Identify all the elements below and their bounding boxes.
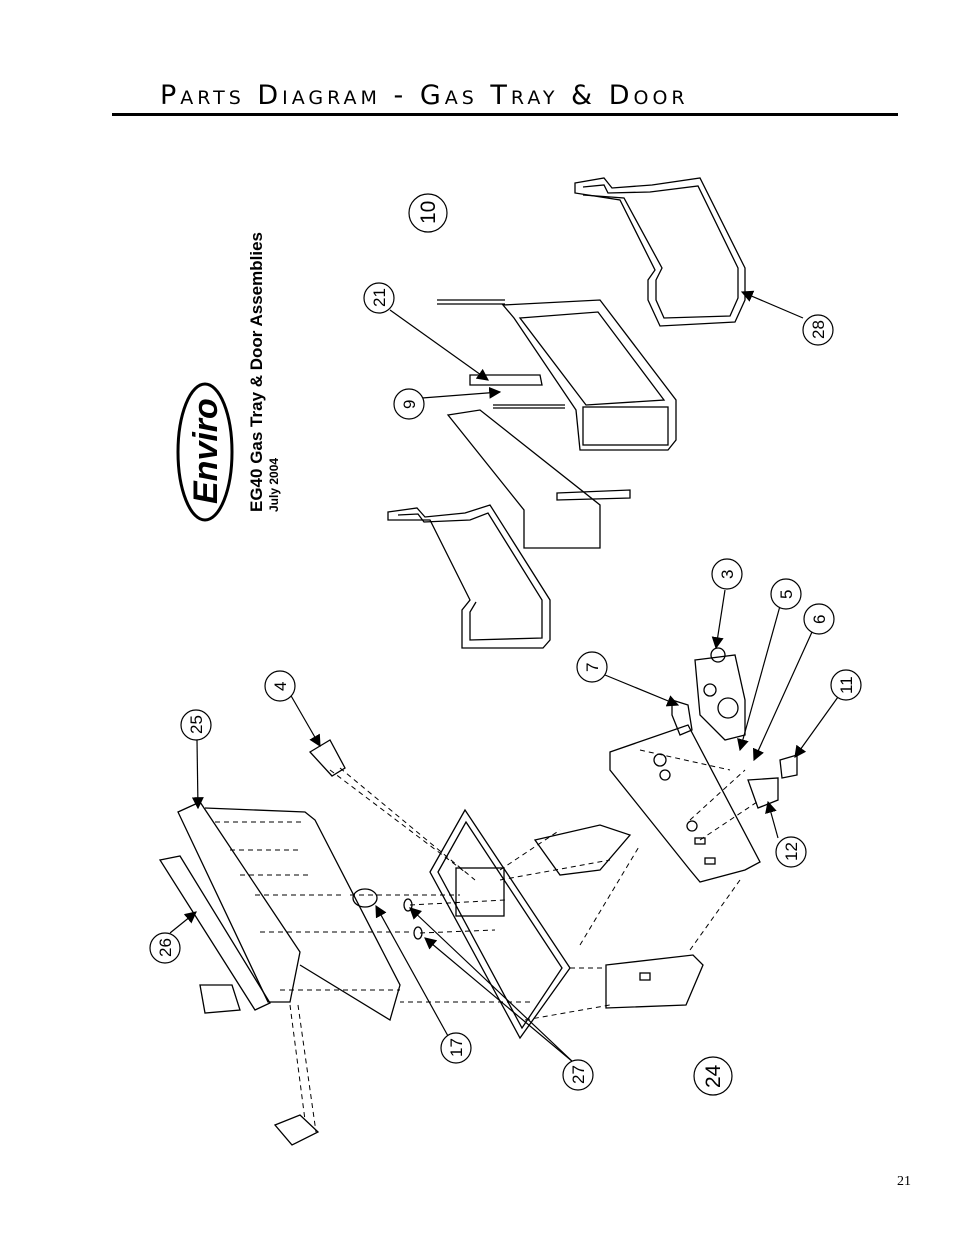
callout-25: 25	[187, 715, 206, 734]
burner-part	[177, 801, 401, 1022]
connector-part	[747, 777, 779, 809]
access-panel-part	[605, 954, 704, 1009]
page-number: 21	[897, 1174, 911, 1189]
fitting-part	[671, 699, 693, 736]
callout-21: 21	[370, 288, 389, 307]
drawing-title: EG40 Gas Tray & Door Assemblies	[247, 232, 266, 512]
title-rule	[112, 113, 898, 116]
side-frame-part	[387, 504, 551, 649]
callout-17: 17	[447, 1038, 466, 1057]
callout-12: 12	[782, 842, 801, 861]
gas-tray-part	[429, 808, 571, 1040]
page-title: Parts Diagram - Gas Tray & Door	[160, 80, 689, 111]
callout-27: 27	[569, 1065, 588, 1084]
callout-11: 11	[837, 676, 856, 694]
pilot-assembly-part	[308, 739, 346, 777]
callout-7: 7	[583, 663, 602, 672]
callout-6: 6	[810, 615, 829, 624]
callout-circles	[149, 193, 862, 1096]
callout-5: 5	[777, 590, 796, 599]
callout-24: 24	[702, 1064, 725, 1088]
ember-bed-part	[158, 855, 271, 1014]
heat-shield-part	[533, 824, 632, 876]
enviro-logo: Enviro	[176, 382, 234, 522]
svg-text:Enviro: Enviro	[187, 398, 225, 504]
callout-26: 26	[156, 938, 175, 957]
door-panel-part	[437, 299, 677, 451]
callout-4: 4	[271, 682, 290, 691]
callout-28: 28	[809, 320, 828, 339]
drawing-date: July 2004	[267, 458, 281, 512]
callout-3: 3	[718, 570, 737, 579]
callout-10: 10	[417, 201, 440, 224]
assembly-guides	[215, 749, 761, 1133]
gas-valve-part	[694, 647, 746, 741]
switch-part	[779, 754, 798, 779]
callout-9: 9	[400, 400, 419, 409]
bottom-bracket-part	[273, 1114, 320, 1146]
mounting-bracket-part	[609, 724, 761, 883]
door-frame-part	[574, 177, 746, 327]
glass-panel-part	[446, 409, 631, 549]
leader-lines	[169, 290, 839, 1063]
